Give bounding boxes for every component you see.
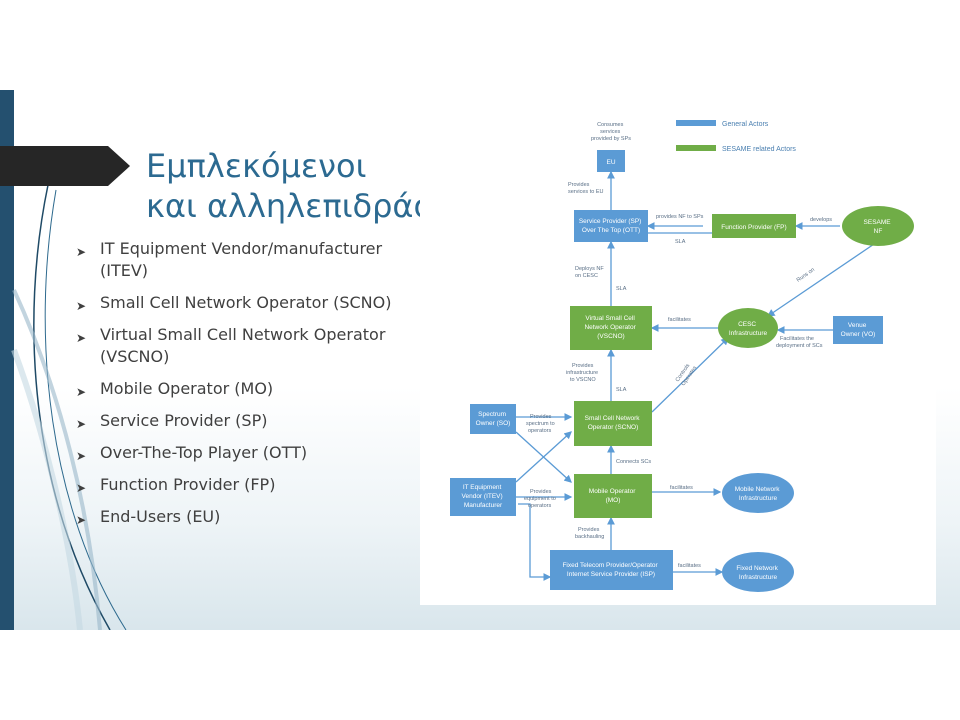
edge-label-controls: Controls Operates bbox=[675, 361, 699, 387]
edge-label-facilitates-cesc: facilitates bbox=[668, 317, 691, 323]
left-accent-bar bbox=[0, 90, 14, 630]
arrow-bullet-icon: ➤ bbox=[76, 331, 87, 345]
svg-text:Venue Owner (VO): Venue Owner (VO) bbox=[841, 322, 876, 338]
node-spectrum-owner: Spectrum Owner (SO) bbox=[470, 404, 516, 434]
title-line-1: Εμπλεκόμενοι bbox=[146, 147, 367, 185]
svg-text:SESAME NF: SESAME NF bbox=[864, 219, 893, 235]
bullet-item: ➤ IT Equipment Vendor/manufacturer (ITEV) bbox=[76, 238, 421, 282]
edge-label-provides-infra: Provides infrastructure to VSCNO bbox=[566, 363, 600, 383]
arrow-bullet-icon: ➤ bbox=[76, 449, 87, 463]
node-scno: Small Cell Network Operator (SCNO) bbox=[574, 401, 652, 446]
bullet-text: Virtual Small Cell Network Operator (VSC… bbox=[100, 325, 386, 366]
edge-label-sla-top: SLA bbox=[675, 239, 686, 245]
node-mobile-operator: Mobile Operator (MO) bbox=[574, 474, 652, 518]
node-service-provider: Service Provider (SP) Over The Top (OTT) bbox=[574, 210, 648, 242]
legend-general-label: General Actors bbox=[722, 121, 769, 128]
bullet-item: ➤ Function Provider (FP) bbox=[76, 474, 421, 496]
bullet-item: ➤ Virtual Small Cell Network Operator (VS… bbox=[76, 324, 421, 368]
decorative-swoosh bbox=[11, 184, 127, 630]
edge-itev-isp bbox=[518, 503, 552, 581]
svg-text:Mobile Operator (MO): Mobile Operator (MO) bbox=[589, 488, 637, 504]
node-venue-owner: Venue Owner (VO) bbox=[833, 316, 883, 344]
bullet-item: ➤ Mobile Operator (MO) bbox=[76, 378, 421, 400]
edge-label-connects: Connects SCs bbox=[616, 459, 651, 465]
node-fixed-network-infrastructure: Fixed Network Infrastructure bbox=[722, 552, 794, 592]
legend-sesame-swatch bbox=[676, 145, 716, 151]
svg-text:Small Cell Network Opera: Small Cell Network Operator (SCNO) bbox=[585, 415, 642, 431]
svg-text:Mobile Network Infrastru: Mobile Network Infrastructure bbox=[735, 486, 782, 502]
svg-text:Service Provider (SP) Ov: Service Provider (SP) Over The Top (OTT) bbox=[579, 218, 643, 234]
node-cesc-infrastructure: CESC Infrastructure bbox=[718, 308, 778, 348]
bullet-text: End-Users (EU) bbox=[100, 507, 221, 526]
edge-label-sla-mid: SLA bbox=[616, 286, 627, 292]
node-function-provider: Function Provider (FP) bbox=[712, 214, 796, 238]
node-sesame-nf: SESAME NF bbox=[842, 206, 914, 246]
svg-text:CESC Infrastructure: CESC Infrastructure bbox=[729, 321, 768, 337]
edge-label-provides-spectrum: Provides spectrum to operators bbox=[526, 414, 556, 434]
edge-label-consumes: Consumes services provided by SPs bbox=[591, 122, 631, 142]
edge-label-sla-low: SLA bbox=[616, 387, 627, 393]
node-vscno: Virtual Small Cell Network Operator (VSC… bbox=[570, 306, 652, 350]
edge-label-facilitates-mo: facilitates bbox=[670, 485, 693, 491]
node-itev: IT Equipment Vendor (ITEV) Manufacturer bbox=[450, 478, 516, 516]
bullet-item: ➤ Small Cell Network Operator (SCNO) bbox=[76, 292, 421, 314]
svg-text:Fixed Telecom Provider/Operato: Fixed Telecom Provider/Operator Internet… bbox=[562, 562, 659, 578]
bullet-item: ➤ Over-The-Top Player (OTT) bbox=[76, 442, 421, 464]
svg-text:Function Provider (FP): Function Provider (FP) bbox=[721, 224, 786, 231]
svg-text:IT Equipment Vendor (ITE: IT Equipment Vendor (ITEV) Manufacturer bbox=[462, 484, 505, 509]
node-eu: EU bbox=[597, 150, 625, 172]
node-isp: Fixed Telecom Provider/Operator Internet… bbox=[550, 550, 673, 590]
edge-label-facilitates-isp: facilitates bbox=[678, 563, 701, 569]
arrow-bullet-icon: ➤ bbox=[76, 513, 87, 527]
arrow-bullet-icon: ➤ bbox=[76, 481, 87, 495]
edge-runs-on bbox=[766, 239, 881, 317]
edge-label-provides-eu: Provides services to EU bbox=[568, 182, 603, 195]
svg-text:Spectrum Owner (SO): Spectrum Owner (SO) bbox=[476, 411, 511, 427]
bullet-text: Mobile Operator (MO) bbox=[100, 379, 274, 398]
arrow-bullet-icon: ➤ bbox=[76, 299, 87, 313]
edge-itev-scno bbox=[515, 431, 572, 483]
svg-text:Virtual Small Cell Netwo: Virtual Small Cell Network Operator (VSC… bbox=[584, 315, 637, 340]
edge-label-deploys: Deploys NF on CESC bbox=[575, 266, 605, 279]
edge-controls bbox=[651, 337, 729, 413]
svg-text:EU: EU bbox=[606, 159, 615, 166]
edge-label-provides-nf: provides NF to SPs bbox=[656, 214, 704, 220]
arrow-bullet-icon: ➤ bbox=[76, 417, 87, 431]
edge-label-provides-equipment: Provides equipment to operators bbox=[524, 489, 557, 509]
bullet-text: Small Cell Network Operator (SCNO) bbox=[100, 293, 392, 312]
legend-general-swatch bbox=[676, 120, 716, 126]
arrow-bullet-icon: ➤ bbox=[76, 245, 87, 259]
svg-text:Fixed Network Infrastruc: Fixed Network Infrastructure bbox=[736, 565, 779, 581]
edge-label-runs-on: Runs on bbox=[796, 267, 816, 284]
actors-interaction-diagram: General Actors SESAME related Actors Con… bbox=[420, 112, 936, 605]
bullet-text: Service Provider (SP) bbox=[100, 411, 268, 430]
bullet-item: ➤ End-Users (EU) bbox=[76, 506, 421, 528]
title-arrow-shape bbox=[0, 146, 130, 186]
actors-bullet-list: ➤ IT Equipment Vendor/manufacturer (ITEV)… bbox=[76, 238, 421, 538]
bullet-text: IT Equipment Vendor/manufacturer (ITEV) bbox=[100, 239, 383, 280]
node-mobile-network-infrastructure: Mobile Network Infrastructure bbox=[722, 473, 794, 513]
bullet-text: Over-The-Top Player (OTT) bbox=[100, 443, 308, 462]
edge-label-facilitates-deploy: Facilitates the deployment of SCs bbox=[776, 336, 823, 349]
bullet-item: ➤ Service Provider (SP) bbox=[76, 410, 421, 432]
edge-label-provides-backhauling: Provides backhauling bbox=[575, 527, 604, 540]
diagram-canvas: General Actors SESAME related Actors Con… bbox=[450, 120, 914, 592]
edge-label-develops: develops bbox=[810, 217, 832, 223]
arrow-bullet-icon: ➤ bbox=[76, 385, 87, 399]
bullet-text: Function Provider (FP) bbox=[100, 475, 276, 494]
legend-sesame-label: SESAME related Actors bbox=[722, 146, 796, 153]
diagram-edges bbox=[515, 170, 881, 581]
